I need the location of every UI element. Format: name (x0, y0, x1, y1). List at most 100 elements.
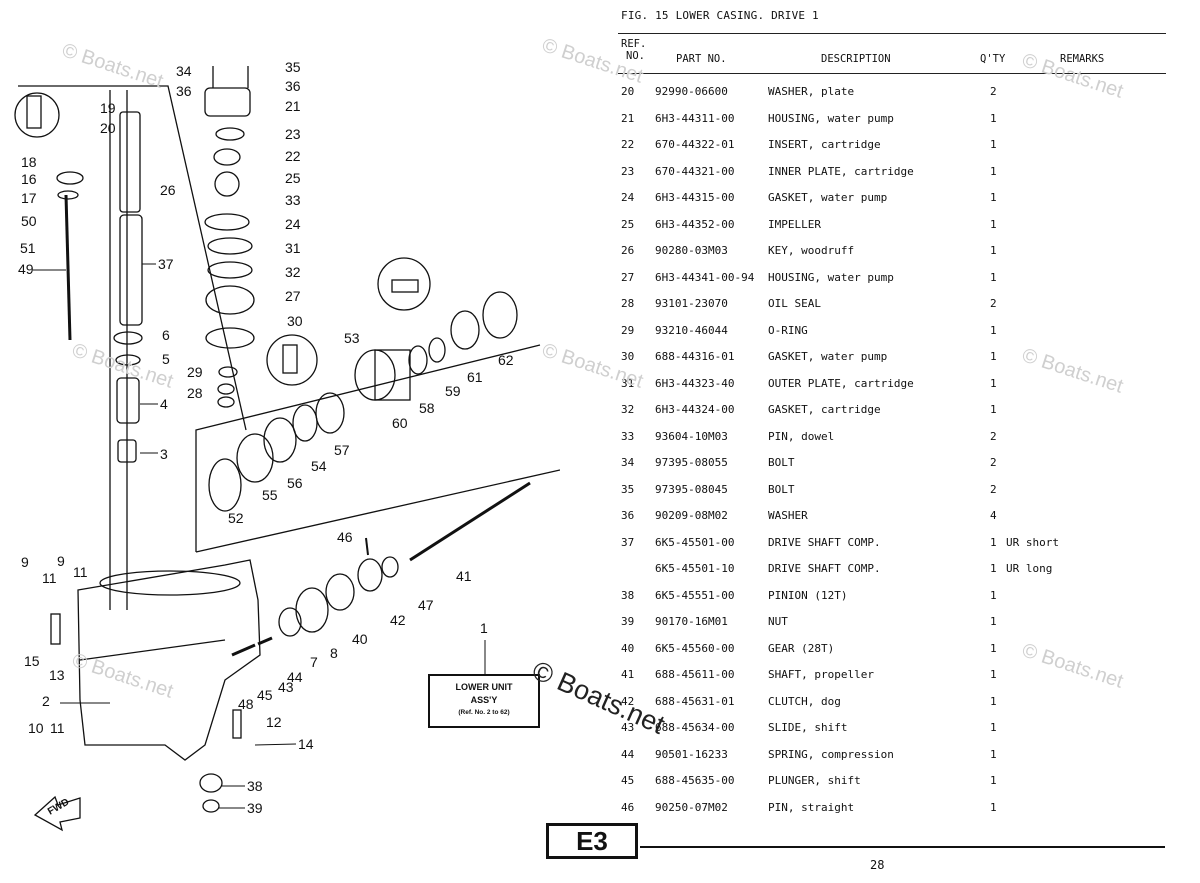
callout-3: 3 (160, 446, 168, 462)
ref-cell: 45 (621, 774, 635, 787)
part-no-cell: 90170-16M01 (655, 615, 728, 628)
bearing-housing-body (374, 349, 411, 401)
callout-40: 40 (352, 631, 368, 647)
ref-cell: 37 (621, 535, 635, 549)
pinion (199, 773, 223, 793)
qty-cell: 1 (990, 800, 997, 814)
ref-cell: 20 (621, 85, 635, 98)
gear (208, 458, 242, 512)
part-no-cell: 688-44316-01 (655, 350, 735, 363)
callout-26: 26 (160, 182, 176, 198)
bushing (117, 439, 137, 463)
part-no-cell: 6H3-44323-40 (655, 376, 735, 390)
callout-41: 41 (456, 568, 472, 584)
casing-top (99, 570, 241, 596)
header-part-no: PART NO. (676, 53, 727, 65)
callout-46: 46 (337, 529, 353, 545)
callout-24: 24 (285, 216, 301, 232)
fwd-label: FWD (46, 797, 71, 818)
ref-cell: 40 (621, 641, 635, 655)
ref-cell: 23 (621, 164, 635, 178)
callout-39: 39 (247, 800, 263, 816)
part-no-cell: 688-45635-00 (655, 774, 735, 787)
description-cell: BOLT (768, 482, 795, 496)
oil-seal (217, 383, 235, 395)
callout-60: 60 (392, 415, 408, 431)
callout-38: 38 (247, 778, 263, 794)
part-no-cell: 688-45631-01 (655, 694, 735, 708)
callout-36b: 36 (285, 78, 301, 94)
outer-plate (207, 237, 253, 255)
spring (257, 636, 273, 646)
washer-7 (278, 607, 302, 637)
description-cell: SPRING, compression (768, 747, 894, 761)
callout-48: 48 (238, 696, 254, 712)
part-no-cell: 670-44321-00 (655, 164, 735, 178)
qty-cell: 1 (990, 376, 997, 390)
description-cell: INNER PLATE, cartridge (768, 164, 914, 178)
description-cell: GASKET, water pump (768, 191, 888, 204)
pin (365, 537, 369, 556)
qty-cell: 2 (990, 297, 997, 310)
qty-cell: 1 (990, 244, 997, 257)
qty-cell: 2 (990, 482, 997, 496)
callout-55: 55 (262, 487, 278, 503)
inset-part (282, 344, 298, 374)
water-pump-housing-lower (205, 285, 255, 315)
callout-51: 51 (20, 240, 36, 256)
remarks-cell: UR short (1006, 535, 1059, 549)
part-no-cell: 6K5-45551-00 (655, 588, 735, 602)
callout-28: 28 (187, 385, 203, 401)
anti-cavitation-plate (79, 639, 226, 661)
ref-cell: 27 (621, 270, 635, 284)
callout-11: 11 (42, 570, 57, 586)
footer-rule (640, 846, 1165, 848)
callout-11b: 11 (73, 564, 88, 580)
description-cell: PIN, dowel (768, 429, 835, 443)
ref-cell: 42 (621, 694, 635, 708)
description-cell: PLUNGER, shift (768, 774, 861, 787)
callout-43: 43 (278, 679, 294, 695)
qty-cell: 1 (990, 721, 997, 734)
part-no-cell: 90501-16233 (655, 747, 728, 761)
description-cell: GASKET, cartridge (768, 403, 881, 416)
inset-part (26, 95, 42, 129)
exploded-parts-diagram: 1 2 3 4 5 6 7 8 9 9 10 11 11 11 12 13 14… (0, 0, 560, 883)
callout-27: 27 (285, 288, 301, 304)
qty-cell: 1 (990, 111, 997, 125)
part-no-cell: 6H3-44324-00 (655, 403, 735, 416)
ref-cell: 34 (621, 456, 635, 469)
oil-seal (428, 337, 446, 363)
part-no-cell: 97395-08055 (655, 456, 728, 469)
callout-62: 62 (498, 352, 514, 368)
description-cell: HOUSING, water pump (768, 270, 894, 284)
description-cell: NUT (768, 615, 788, 628)
sleeve (116, 377, 140, 424)
callout-31: 31 (285, 240, 301, 256)
callout-42: 42 (390, 612, 406, 628)
nut (202, 799, 220, 813)
ref-cell: 24 (621, 191, 635, 204)
qty-cell: 1 (990, 217, 997, 231)
description-cell: DRIVE SHAFT COMP. (768, 535, 881, 549)
description-cell: PINION (12T) (768, 588, 848, 602)
callout-6: 6 (162, 327, 170, 343)
callout-10: 10 (28, 720, 44, 736)
ref-cell: 28 (621, 297, 635, 310)
callout-44: 44 (287, 669, 303, 685)
qty-cell: 1 (990, 138, 997, 151)
callout-29: 29 (187, 364, 203, 380)
o-ring-29 (218, 366, 238, 378)
qty-cell: 2 (990, 456, 997, 469)
callout-7: 7 (310, 654, 318, 670)
description-cell: IMPELLER (768, 217, 821, 231)
